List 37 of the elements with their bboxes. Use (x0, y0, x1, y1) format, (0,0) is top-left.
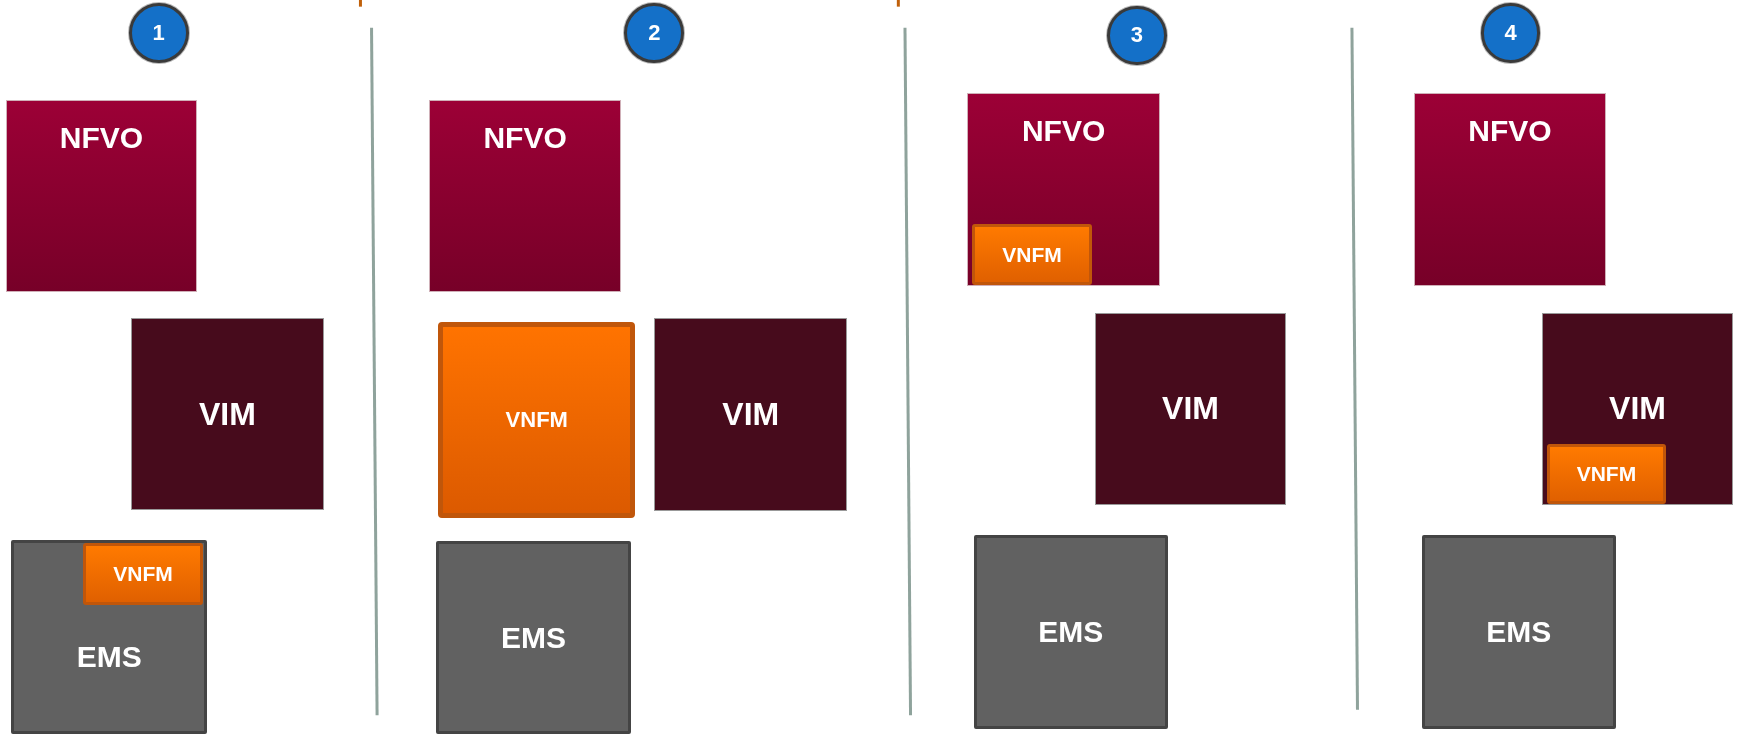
function-block (1094, 312, 1287, 505)
function-block (654, 318, 848, 512)
block-label: EMS (1486, 614, 1552, 649)
function-block (971, 224, 1093, 286)
function-block (5, 99, 198, 292)
function-block (429, 99, 622, 292)
block-label: VNFM (113, 562, 173, 587)
block-label: NFVO (59, 120, 144, 155)
function-block (967, 93, 1161, 287)
function-block (973, 534, 1168, 729)
function-block (83, 543, 203, 606)
block-label: VIM (722, 396, 780, 434)
block-label: VIM (1609, 390, 1666, 428)
function-block (1414, 93, 1606, 287)
step-number: 3 (1130, 22, 1143, 49)
step-number: 4 (1504, 20, 1517, 47)
block-label: VIM (198, 395, 256, 433)
block-label: NFVO (1468, 114, 1552, 149)
function-block (1421, 534, 1616, 729)
function-block (1541, 312, 1734, 505)
function-block (438, 321, 636, 518)
function-block (1547, 443, 1666, 504)
block-label: VNFM (1576, 461, 1637, 486)
block-label: EMS (1038, 614, 1104, 649)
function-block (130, 318, 324, 511)
function-block (435, 541, 632, 735)
step-number: 1 (152, 20, 165, 47)
block-label: VNFM (505, 406, 568, 433)
block-label: EMS (76, 639, 142, 674)
block-label: NFVO (483, 120, 567, 155)
step-number: 2 (648, 20, 661, 47)
step-number-badge (1480, 3, 1541, 64)
block-label: NFVO (1021, 114, 1106, 149)
function-block (11, 540, 208, 735)
block-label: VIM (1162, 390, 1219, 428)
block-label: EMS (500, 620, 566, 655)
block-label: VNFM (1002, 242, 1062, 267)
